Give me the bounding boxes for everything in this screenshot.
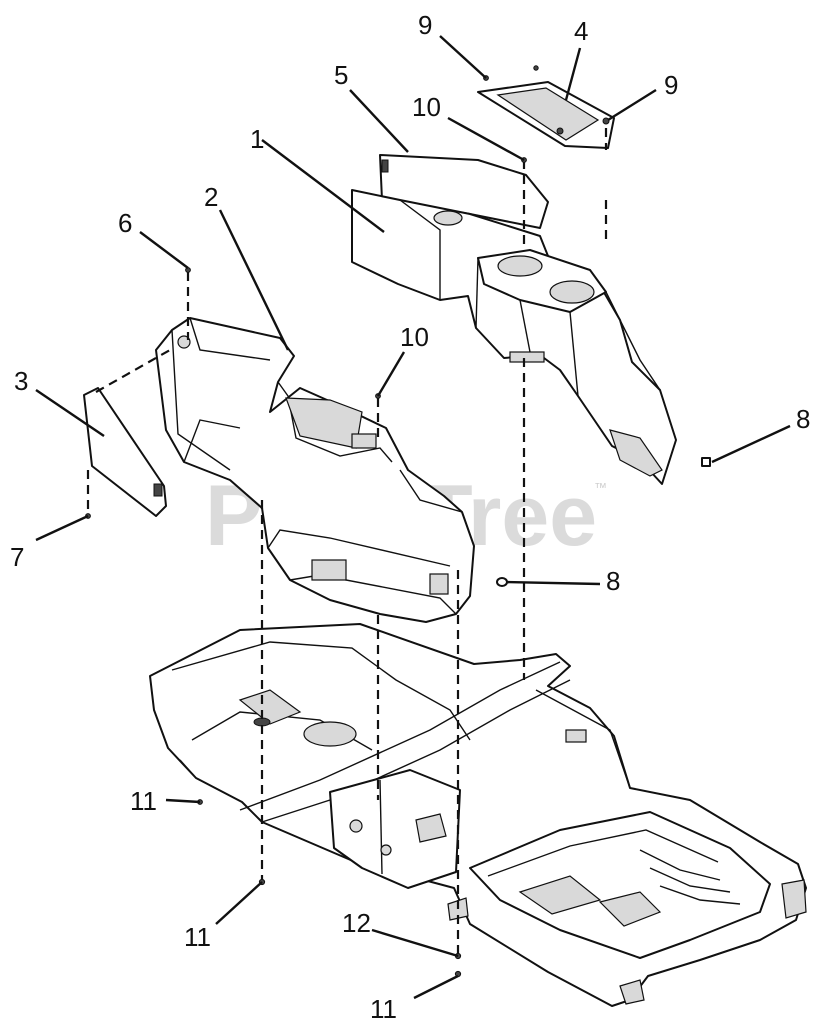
callout-8-mid: 8 (606, 566, 620, 596)
callout-10-mid: 10 (400, 322, 429, 352)
leader-lines (35, 35, 791, 1000)
part-2-front-console (155, 317, 475, 623)
callout-5: 5 (334, 60, 348, 90)
part-4-tray (477, 65, 615, 149)
screw-6 (185, 267, 191, 273)
callout-4: 4 (574, 16, 588, 46)
callout-10-top: 10 (412, 92, 441, 122)
callout-8-right: 8 (796, 404, 810, 434)
callout-3: 3 (14, 366, 28, 396)
frame-assembly (149, 623, 807, 1007)
plug-8-right (701, 457, 711, 467)
callout-11-bottom: 11 (370, 994, 397, 1024)
callout-labels: 1 2 3 4 5 6 7 8 8 9 9 10 10 11 11 11 12 (10, 10, 810, 1024)
alignment-lines (86, 128, 608, 960)
part-3-side-panel (83, 387, 167, 517)
screw-9-right (602, 117, 610, 125)
callout-9-right: 9 (664, 70, 678, 100)
callout-12: 12 (342, 908, 371, 938)
callout-1: 1 (250, 124, 264, 154)
callout-2: 2 (204, 182, 218, 212)
watermark-trademark: ™ (594, 480, 607, 495)
callout-7: 7 (10, 542, 24, 572)
plug-8-mid (496, 577, 508, 587)
callout-11-left: 11 (130, 786, 157, 816)
callout-11-bottom-left: 11 (184, 922, 211, 952)
part-1-rear-console (351, 189, 677, 485)
callout-6: 6 (118, 208, 132, 238)
callout-9-left: 9 (418, 10, 432, 40)
